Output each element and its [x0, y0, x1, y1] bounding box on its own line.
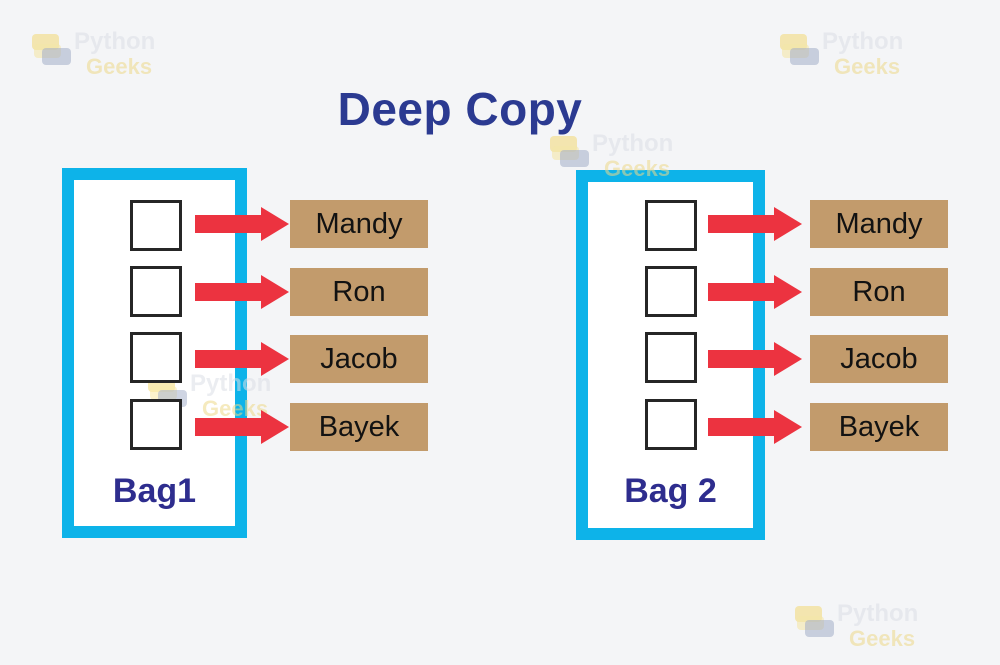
bag1-slot-4: [130, 399, 182, 450]
python-geeks-watermark: Python Geeks: [550, 132, 673, 180]
python-geeks-logo-icon: [780, 30, 819, 72]
python-geeks-watermark: Python Geeks: [148, 372, 271, 420]
python-geeks-watermark: Python Geeks: [780, 30, 903, 78]
bag2-slot-3: [645, 332, 697, 383]
value-box-ron: Ron: [810, 268, 948, 316]
python-geeks-logo-icon: [550, 132, 589, 174]
diagram-title: Deep Copy: [337, 83, 583, 135]
bag1-label: Bag1: [112, 472, 197, 510]
python-geeks-logo-icon: [795, 602, 834, 644]
value-box-jacob: Jacob: [290, 335, 428, 383]
value-box-mandy: Mandy: [810, 200, 948, 248]
watermark-text: Geeks: [834, 54, 901, 79]
watermark-text: Geeks: [604, 156, 671, 181]
value-box-mandy: Mandy: [290, 200, 428, 248]
watermark-text: Python: [822, 28, 904, 55]
watermark-text: Python: [190, 370, 272, 397]
bag2-label: Bag 2: [624, 472, 717, 510]
arrow-right-icon: [195, 410, 289, 444]
bag1-slot-1: [130, 200, 182, 251]
arrow-right-icon: [195, 342, 289, 376]
value-box-ron: Ron: [290, 268, 428, 316]
arrow-right-icon: [195, 275, 289, 309]
arrow-right-icon: [195, 207, 289, 241]
value-box-bayek: Bayek: [290, 403, 428, 451]
watermark-text: Geeks: [202, 396, 269, 421]
value-box-jacob: Jacob: [810, 335, 948, 383]
arrow-right-icon: [708, 275, 802, 309]
bag2-slot-1: [645, 200, 697, 251]
bag1-slot-2: [130, 266, 182, 317]
watermark-text: Geeks: [849, 626, 916, 651]
bag1-slot-3: [130, 332, 182, 383]
watermark-text: Python: [74, 28, 156, 55]
watermark-text: Geeks: [86, 54, 153, 79]
watermark-text: Python: [592, 130, 674, 157]
arrow-right-icon: [708, 207, 802, 241]
python-geeks-watermark: Python Geeks: [795, 602, 918, 650]
python-geeks-watermark: Python Geeks: [32, 30, 155, 78]
bag2-slot-2: [645, 266, 697, 317]
bag2-slot-4: [645, 399, 697, 450]
python-geeks-logo-icon: [32, 30, 71, 72]
watermark-text: Python: [837, 600, 919, 627]
arrow-right-icon: [708, 342, 802, 376]
arrow-right-icon: [708, 410, 802, 444]
value-box-bayek: Bayek: [810, 403, 948, 451]
